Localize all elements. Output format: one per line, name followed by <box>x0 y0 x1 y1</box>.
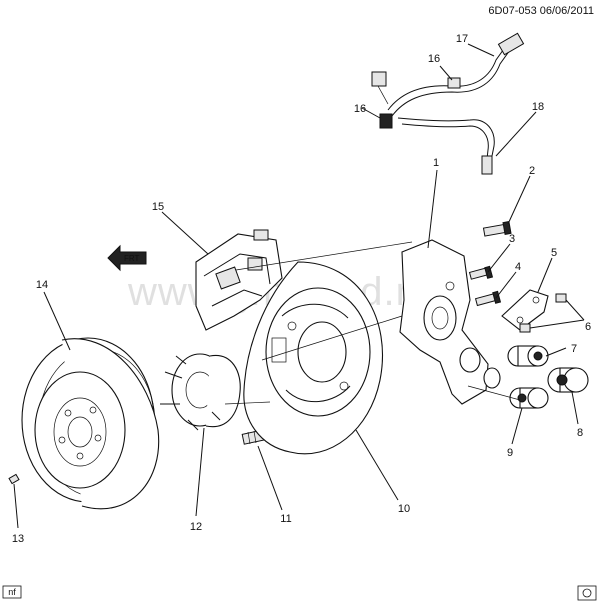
wheel-hub-bearing <box>160 353 241 431</box>
sensor-bracket <box>501 289 549 331</box>
callout-16-top: 16 <box>428 53 440 65</box>
callout-leaders <box>13 43 585 529</box>
brake-backing-plate <box>243 261 384 455</box>
callout-7: 7 <box>571 343 577 355</box>
corner-tag: nf <box>8 587 16 597</box>
callout-12: 12 <box>190 521 202 533</box>
brake-caliper <box>195 229 283 331</box>
callout-11: 11 <box>280 513 291 525</box>
diagram-code-date: 6D07-053 06/06/2011 <box>488 5 594 17</box>
brake-rotor <box>21 337 160 510</box>
callout-18: 18 <box>532 101 544 113</box>
publisher-logo <box>577 585 597 601</box>
callout-5: 5 <box>551 247 557 259</box>
bushing-outer <box>547 367 589 393</box>
callout-16-left: 16 <box>354 103 366 115</box>
steering-knuckle <box>399 239 501 405</box>
callout-3: 3 <box>509 233 515 245</box>
callout-17: 17 <box>456 33 468 45</box>
knuckle-bolt-lower <box>474 290 502 307</box>
bushing-upper <box>507 345 549 367</box>
callout-8: 8 <box>577 427 583 439</box>
callout-4: 4 <box>515 261 521 273</box>
callout-13: 13 <box>12 533 24 545</box>
callout-labels: 1 2 3 4 5 6 7 8 9 10 11 12 13 14 15 16 1… <box>12 33 591 545</box>
callout-10: 10 <box>398 503 410 515</box>
callout-1: 1 <box>433 157 439 169</box>
bushing-lower <box>509 387 549 409</box>
callout-6: 6 <box>585 321 591 333</box>
front-direction-arrow: FRT <box>107 244 147 272</box>
explode-guide-lines <box>224 241 521 405</box>
callout-14: 14 <box>36 279 48 291</box>
callout-15: 15 <box>152 201 164 213</box>
corner-tag-box: nf <box>2 585 22 599</box>
front-label: FRT <box>124 254 140 263</box>
knuckle-bolt-upper <box>482 220 512 237</box>
wheel-speed-sensor-harness <box>371 32 525 175</box>
callout-2: 2 <box>529 165 535 177</box>
callout-9: 9 <box>507 447 513 459</box>
knuckle-bolt-middle <box>468 265 494 280</box>
rotor-retaining-screw <box>8 473 20 485</box>
